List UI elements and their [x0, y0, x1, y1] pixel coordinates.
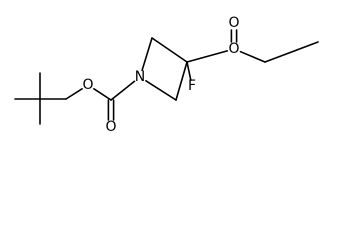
- bond-a9-a10: [141, 37, 153, 72]
- bonds-layer: [14, 29, 319, 125]
- bond-a15-a17: [239, 50, 266, 63]
- bond-a11-a13: [186, 61, 192, 81]
- atom-label-o: O: [82, 77, 93, 93]
- bond-a11-a15: [186, 50, 229, 63]
- bond-a11-a12: [175, 61, 188, 101]
- bond-a7-a9: [110, 80, 136, 101]
- atom-label-o: O: [228, 15, 239, 31]
- atom-label-f: F: [188, 78, 196, 94]
- bond-a17-a18: [264, 41, 319, 63]
- atom-label-o: O: [105, 119, 116, 135]
- bond-a10-a11: [151, 37, 188, 63]
- atom-label-n: N: [135, 69, 145, 85]
- bond-a9-a14: [145, 80, 177, 101]
- atom-label-o: O: [228, 41, 239, 57]
- bond-a6-a7: [93, 88, 112, 101]
- bond-a5-a6: [65, 88, 83, 100]
